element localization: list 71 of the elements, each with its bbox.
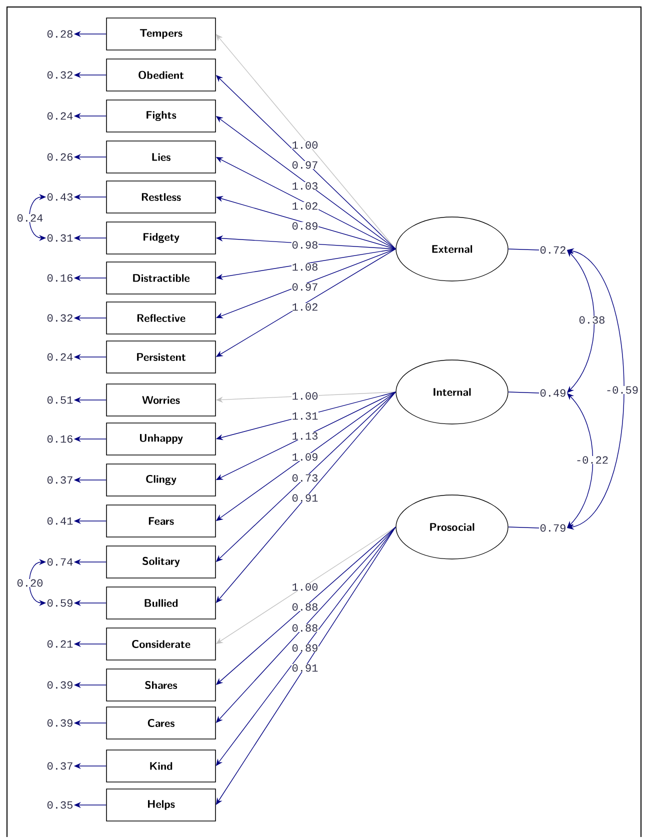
variable-box: Clingy [106, 464, 216, 496]
variable-box: Worries [106, 384, 216, 416]
error-variance: 0.74 [47, 558, 73, 566]
edge-label: 0.88 [292, 624, 318, 632]
edge-label: 1.03 [292, 182, 318, 190]
error-variance: 0.51 [47, 396, 73, 404]
variable-box: Reflective [106, 302, 216, 334]
edge-label: 0.20 [16, 578, 44, 588]
error-variance: 0.28 [47, 30, 72, 38]
edge-label: 0.88 [292, 602, 318, 612]
edge-label: 1.02 [292, 202, 318, 210]
variance-line [508, 248, 540, 250]
error-variance: 0.16 [47, 435, 72, 443]
edge-label: 1.02 [292, 302, 318, 312]
edge-label: 0.73 [292, 474, 318, 482]
variable-box: Shares [106, 668, 216, 702]
error-variance: 0.21 [47, 640, 73, 648]
edge-label: 1.31 [292, 412, 318, 420]
edge-label: 1.00 [292, 392, 318, 400]
edge-label: 0.91 [292, 494, 318, 502]
error-variance: 0.32 [47, 314, 72, 322]
variable-box: Kind [106, 750, 216, 782]
variable-box: Lies [106, 140, 216, 174]
variable-box: Unhappy [106, 422, 216, 456]
variable-box: Persistent [106, 340, 216, 374]
edge-label: 1.08 [292, 262, 318, 272]
variance-value: 0.72 [540, 246, 566, 254]
variable-box: Cares [106, 706, 216, 740]
error-variance: 0.32 [47, 71, 72, 79]
variable-box: Obedient [106, 58, 216, 92]
edge-label: 1.09 [292, 452, 318, 462]
error-variance: 0.26 [47, 153, 72, 161]
edge-label: 0.97 [292, 160, 318, 170]
edge-label: 0.38 [578, 316, 606, 324]
error-variance: 0.41 [47, 517, 73, 525]
error-variance: 0.43 [47, 193, 72, 201]
error-variance: 0.39 [47, 719, 72, 727]
variance-value: 0.79 [540, 524, 566, 532]
edge-label: 1.00 [292, 140, 318, 150]
edge-label: 0.98 [292, 240, 318, 250]
variance-value: 0.49 [540, 389, 566, 397]
variable-box: Tempers [106, 18, 216, 50]
error-variance: 0.59 [47, 599, 72, 607]
variable-box: Fears [106, 504, 216, 538]
edge-label: 0.91 [292, 664, 318, 672]
edge-label: -0.22 [575, 456, 609, 464]
edge-label: 1.00 [292, 582, 318, 592]
error-variance: 0.39 [47, 681, 72, 689]
variable-box: Bullied [106, 586, 216, 620]
error-variance: 0.16 [47, 274, 72, 282]
edge-label: 0.24 [16, 214, 44, 222]
edge-label: 0.89 [292, 644, 318, 652]
error-variance: 0.37 [47, 476, 72, 484]
edge-label: -0.59 [605, 386, 639, 394]
variable-box: Solitary [106, 546, 216, 578]
edge-label: 1.13 [292, 432, 318, 440]
error-variance: 0.24 [47, 112, 73, 120]
variable-box: Fidgety [106, 222, 216, 254]
variance-line [508, 526, 540, 528]
variable-box: Fights [106, 100, 216, 132]
variable-box: Distractible [106, 262, 216, 294]
edge-label: 0.89 [292, 222, 318, 230]
variable-box: Considerate [106, 628, 216, 660]
error-variance: 0.35 [47, 801, 72, 809]
variance-line [508, 392, 540, 394]
error-variance: 0.31 [47, 234, 73, 242]
variable-box: Restless [106, 180, 216, 214]
edge-label: 0.97 [292, 282, 318, 292]
error-variance: 0.37 [47, 762, 72, 770]
variable-box: Helps [106, 788, 216, 822]
error-variance: 0.24 [47, 353, 73, 361]
